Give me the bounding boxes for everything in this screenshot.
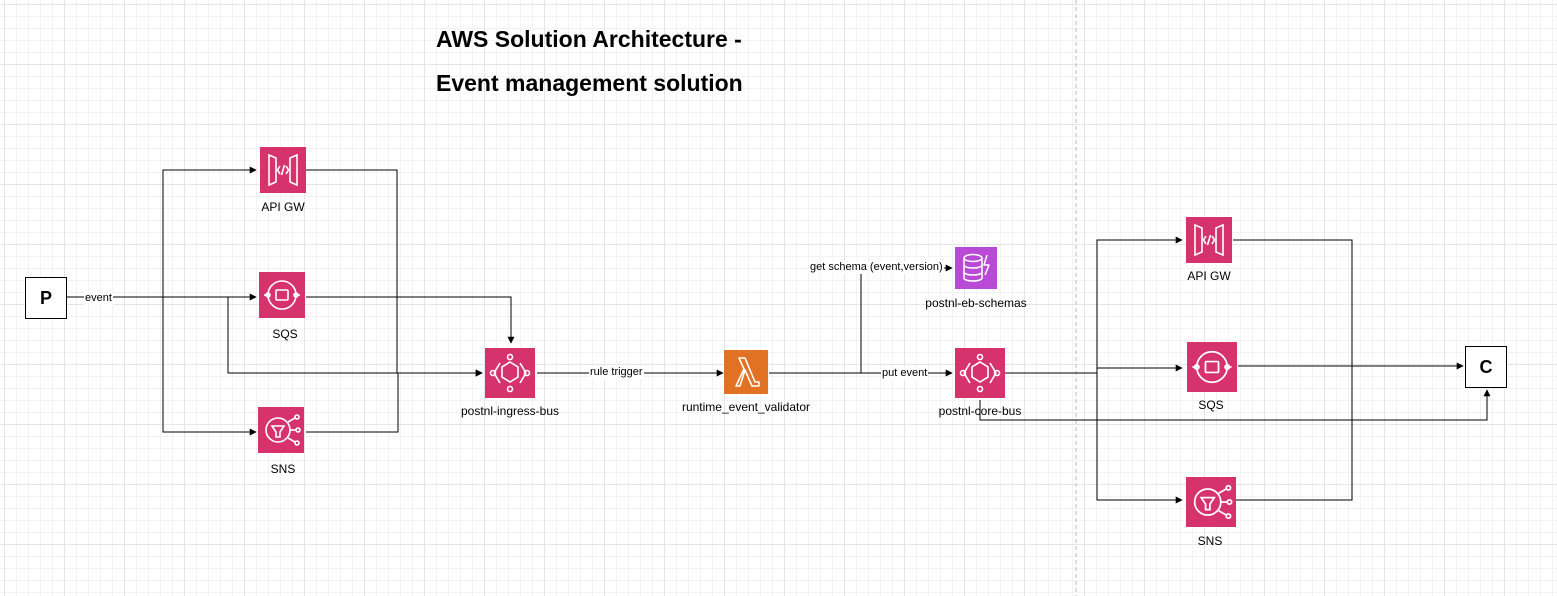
edge-corebus-to-sns [1096,373,1183,504]
core-bus-label: postnl-core-bus [938,404,1022,418]
sns-icon[interactable] [1186,477,1236,527]
api-gw-left-label: API GW [261,200,305,214]
sns-right-label: SNS [1197,534,1223,548]
edge-apigw-to-consumer [1233,239,1353,366]
api-gw-right-label: API GW [1187,269,1231,283]
ingress-bus-label: postnl-ingress-bus [460,404,560,418]
edge-apigw-to-ingress [306,169,483,377]
sns-icon[interactable] [258,407,304,453]
edge-label-rule-trigger: rule trigger [589,366,644,379]
edge-sns-to-consumer [1236,366,1353,501]
edge-label-get-schema: get schema (event,version) [809,261,944,274]
edge-split-to-ingress [227,297,483,377]
validator-label: runtime_event_validator [681,400,811,414]
edge-p-to-apigw [162,166,257,297]
eventbridge-icon[interactable] [485,348,535,398]
schemas-label: postnl-eb-schemas [925,296,1027,310]
api-gateway-icon[interactable] [1186,217,1232,263]
edge-corebus-to-apigw [1005,236,1183,374]
sqs-icon[interactable] [1187,342,1237,392]
lambda-icon[interactable] [724,350,770,396]
sqs-left-label: SQS [272,327,298,341]
sns-left-label: SNS [270,462,296,476]
edge-corebus-to-consumer [979,389,1491,421]
diagram-title-line1: AWS Solution Architecture - [436,26,742,52]
diagram-title-line2: Event management solution [436,70,743,96]
edge-label-put-event: put event [881,367,929,380]
consumer-box[interactable]: C [1465,346,1507,388]
sqs-icon[interactable] [259,272,305,318]
producer-box[interactable]: P [25,277,67,319]
eventbridge-icon[interactable] [955,348,1005,398]
edge-p-to-sns [162,297,257,436]
edge-sns-to-ingress [306,373,399,433]
sqs-right-label: SQS [1198,398,1224,412]
api-gateway-icon[interactable] [260,147,306,193]
edge-sqs-to-ingress [306,296,515,344]
dynamodb-icon[interactable] [955,247,1001,293]
edge-validator-to-schemas [769,264,953,374]
edge-label-event: event [84,292,113,305]
